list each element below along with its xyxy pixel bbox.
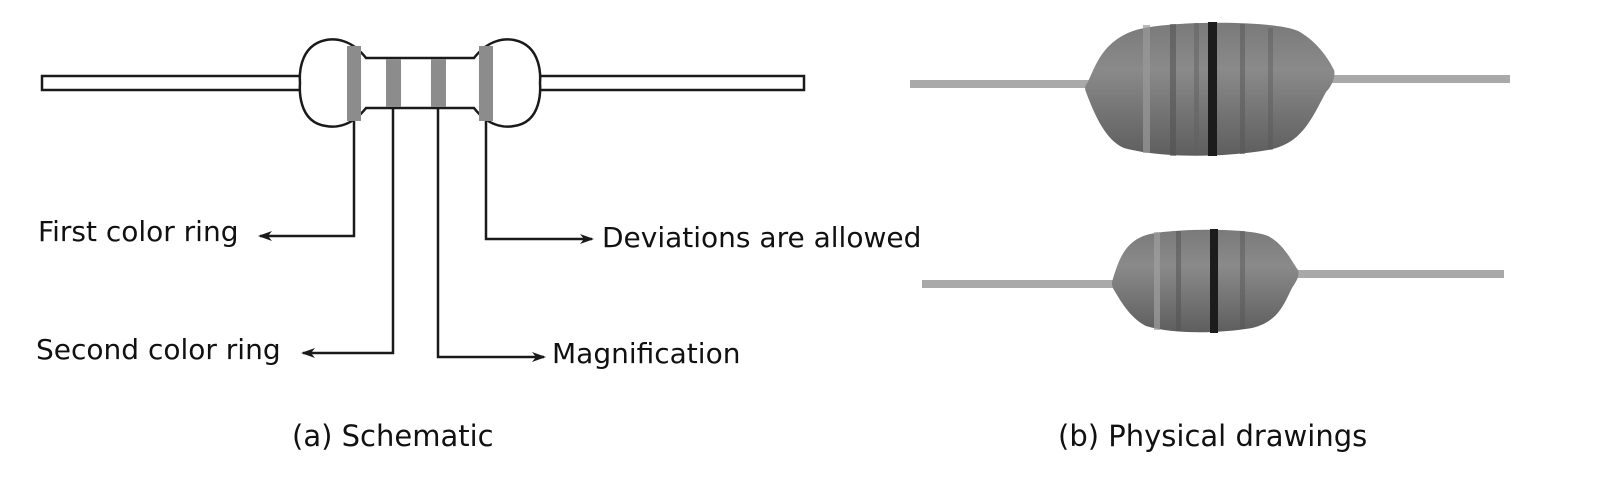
right-lead	[532, 74, 806, 92]
physical-drawings	[910, 22, 1510, 333]
inductor-body-outline	[298, 38, 542, 128]
small-inductor-dark-band	[1210, 229, 1218, 333]
large-inductor-lead-left	[910, 80, 1094, 88]
large-inductor-dark-band	[1208, 22, 1217, 156]
large-inductor	[910, 22, 1510, 156]
physical-caption: (b) Physical drawings	[1058, 419, 1368, 453]
second-color-ring-label: Second color ring	[36, 333, 281, 366]
large-inductor-lead-right	[1326, 75, 1510, 83]
small-inductor	[922, 229, 1504, 333]
first-color-band	[347, 46, 361, 121]
deviation-leader	[484, 121, 594, 244]
second-color-band	[386, 59, 401, 107]
magnification-band	[431, 59, 446, 107]
schematic-diagram	[40, 38, 806, 362]
magnification-label: Magnification	[552, 337, 741, 370]
magnification-leader	[436, 107, 546, 362]
schematic-caption: (a) Schematic	[292, 419, 494, 453]
small-inductor-body	[1112, 229, 1299, 333]
deviation-band	[479, 46, 493, 121]
small-inductor-lead-left	[922, 280, 1118, 288]
first-color-ring-label: First color ring	[38, 215, 239, 248]
small-inductor-lead-right	[1294, 270, 1504, 278]
deviation-label: Deviations are allowed	[602, 221, 922, 254]
first-ring-leader	[258, 121, 356, 241]
left-lead	[40, 74, 306, 92]
second-ring-leader	[301, 107, 395, 358]
